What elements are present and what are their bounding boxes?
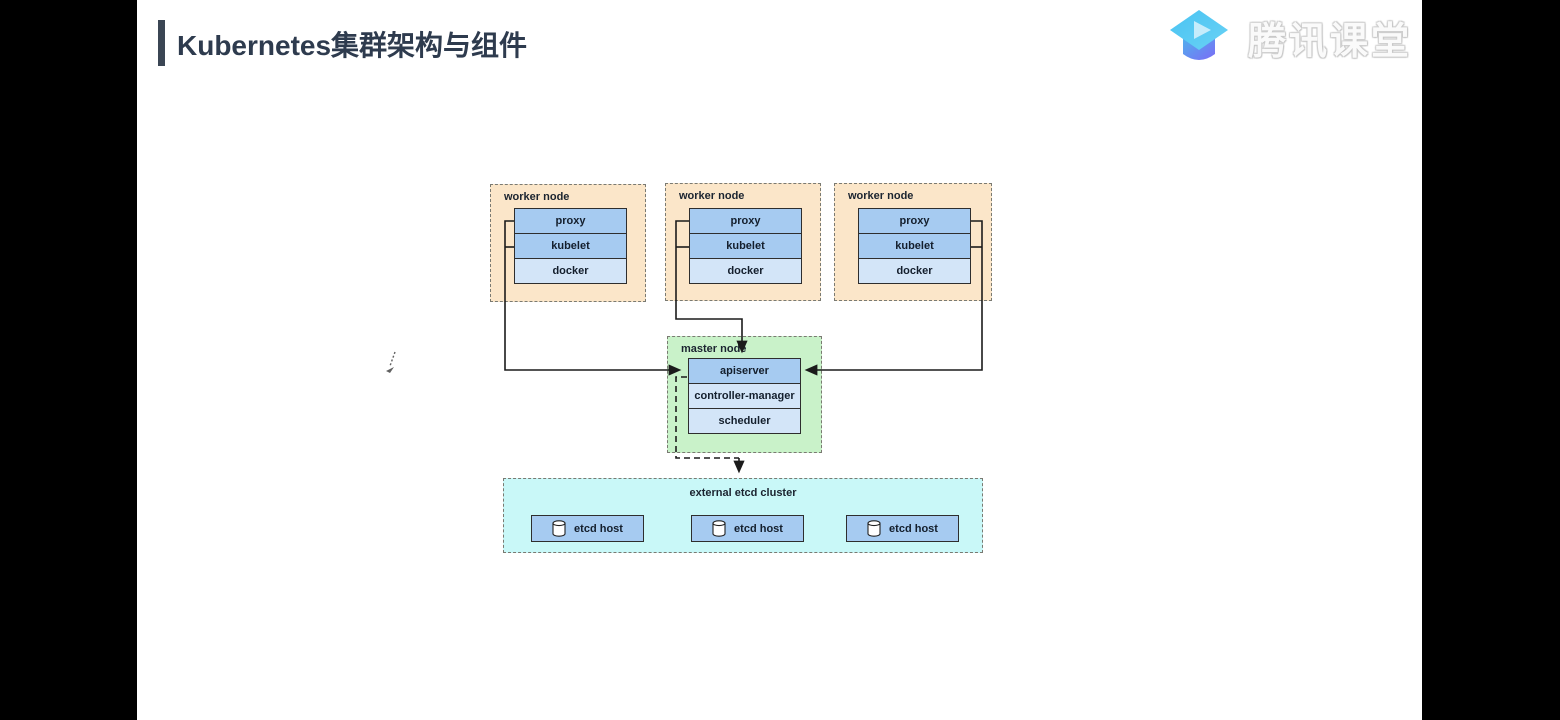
worker1-proxy-box: proxy [514,208,627,234]
etcd-host-3-label: etcd host [889,522,938,535]
worker1-docker-box: docker [514,258,627,284]
worker-node-1: worker node proxy kubelet docker [490,184,646,302]
mouse-cursor-icon [386,351,396,373]
etcd-cluster: external etcd cluster etcd host etcd hos… [503,478,983,553]
worker-node-3-label: worker node [848,190,914,202]
etcd-host-1: etcd host [531,515,644,542]
etcd-host-3: etcd host [846,515,959,542]
worker3-kubelet-box: kubelet [858,233,971,259]
page-title: Kubernetes集群架构与组件 [177,30,528,61]
tencent-classroom-watermark: 腾讯课堂 [1168,6,1412,68]
worker-node-2-stack: proxy kubelet docker [689,208,802,284]
etcd-cluster-label: external etcd cluster [689,487,797,499]
letterbox-left [0,0,137,720]
worker1-kubelet-box: kubelet [514,233,627,259]
letterbox-right [1422,0,1560,720]
worker2-kubelet-box: kubelet [689,233,802,259]
database-cylinder-icon [552,520,566,537]
etcd-host-2-label: etcd host [734,522,783,535]
worker-node-1-stack: proxy kubelet docker [514,208,627,284]
controller-manager-box: controller-manager [688,383,801,409]
etcd-host-1-label: etcd host [574,522,623,535]
worker-node-3-stack: proxy kubelet docker [858,208,971,284]
master-node-label: master node [681,343,747,355]
master-node-stack: apiserver controller-manager scheduler [688,358,801,434]
worker2-docker-box: docker [689,258,802,284]
database-cylinder-icon [712,520,726,537]
title-accent-bar [158,20,165,66]
tencent-classroom-logo-text: 腾讯课堂 [1248,20,1413,63]
worker-node-3: worker node proxy kubelet docker [834,183,992,301]
worker3-proxy-box: proxy [858,208,971,234]
master-node: master node apiserver controller-manager… [667,336,822,453]
apiserver-box: apiserver [688,358,801,384]
worker-node-2: worker node proxy kubelet docker [665,183,821,301]
worker2-proxy-box: proxy [689,208,802,234]
worker3-docker-box: docker [858,258,971,284]
worker-node-1-label: worker node [504,191,570,203]
etcd-host-2: etcd host [691,515,804,542]
worker-node-2-label: worker node [679,190,745,202]
tencent-classroom-logo-icon [1170,10,1228,60]
database-cylinder-icon [867,520,881,537]
scheduler-box: scheduler [688,408,801,434]
